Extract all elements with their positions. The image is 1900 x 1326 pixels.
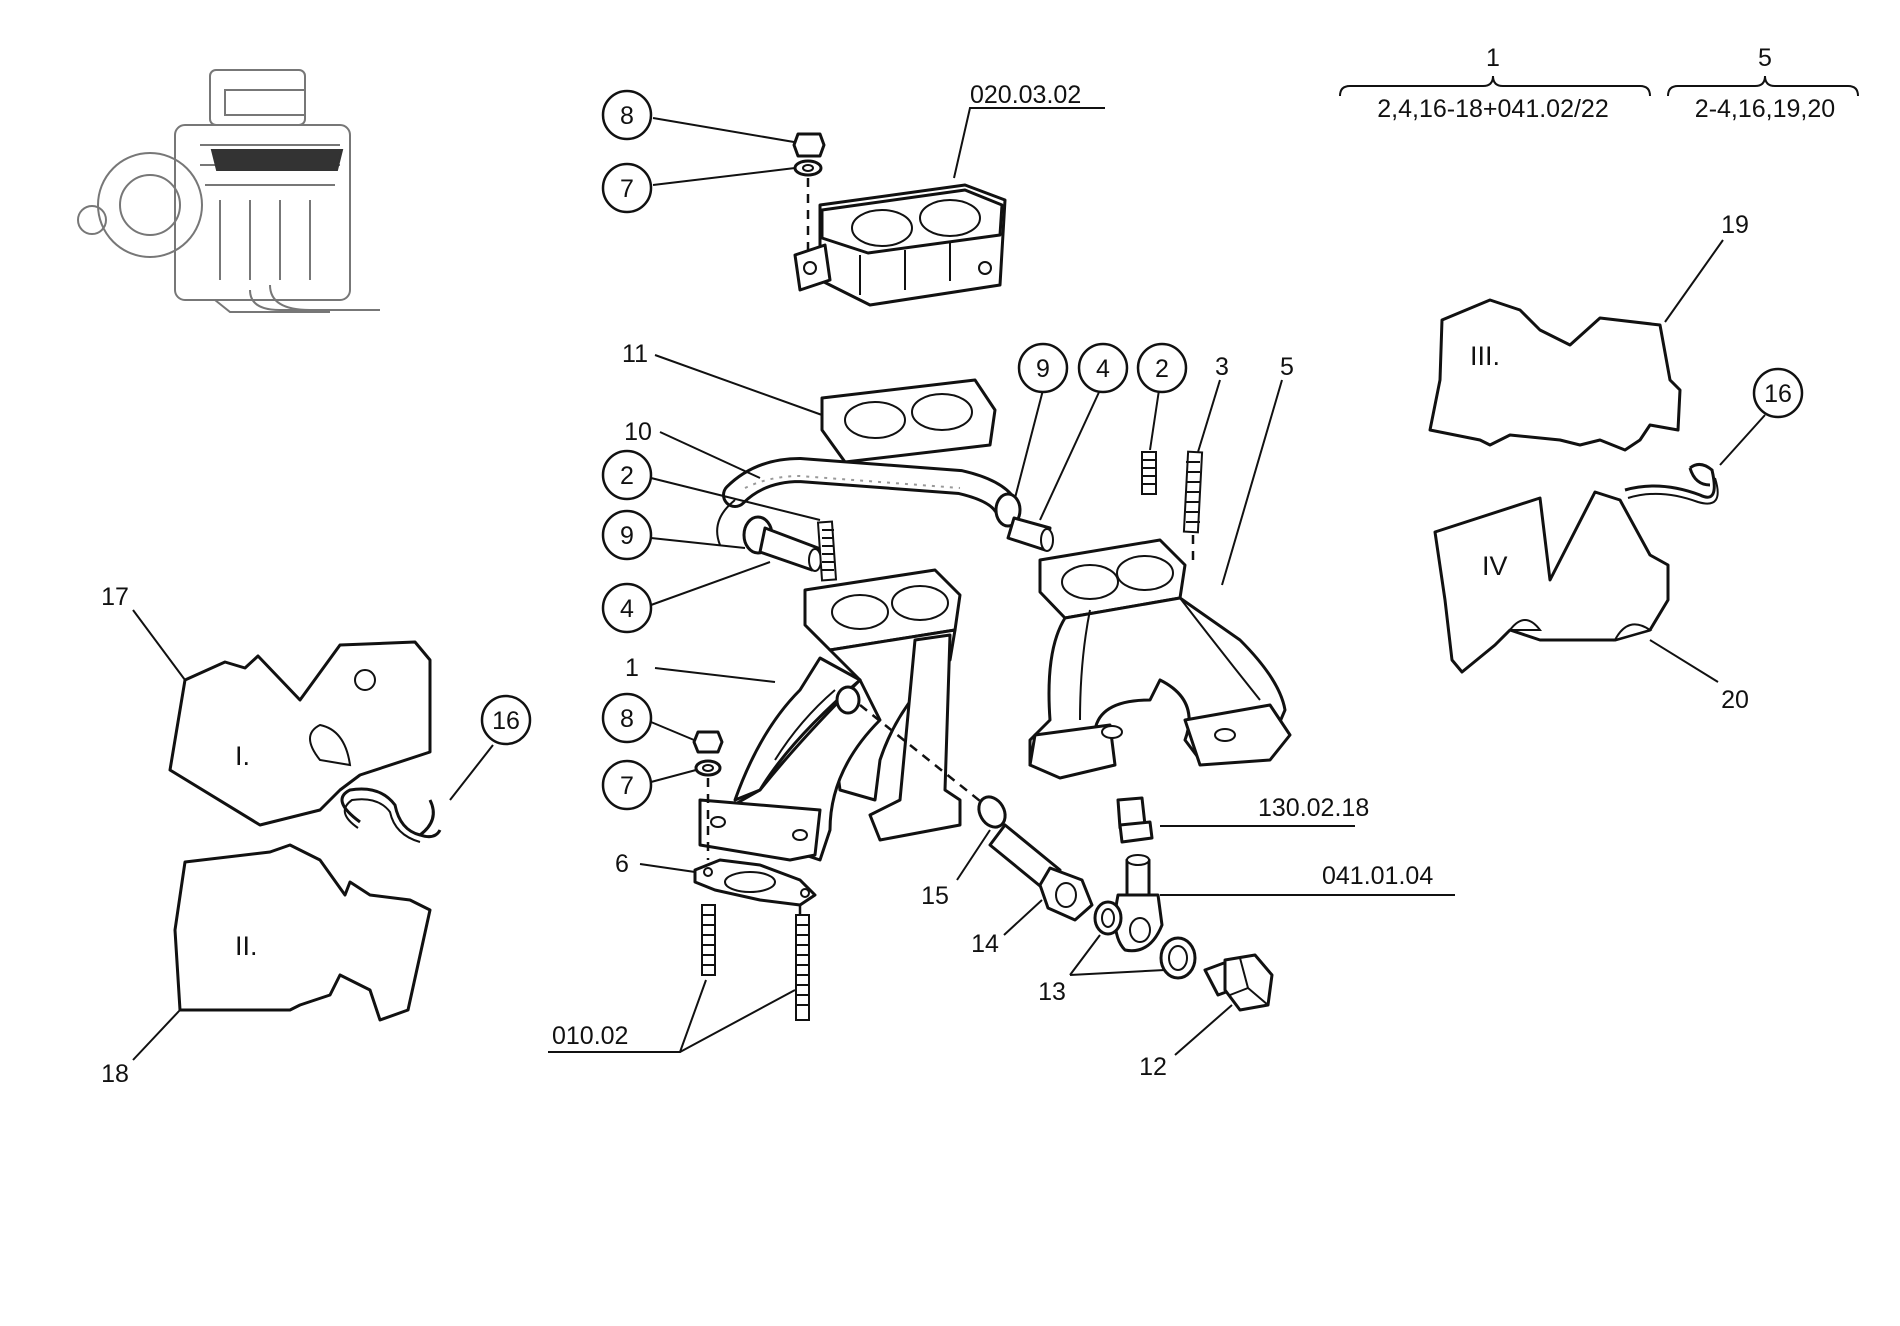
plate-label-II: II. — [235, 931, 258, 961]
plate-label-IV: IV — [1482, 551, 1508, 581]
engine-thumbnail — [77, 69, 380, 313]
callout-9-left-label: 9 — [620, 522, 634, 550]
label-13: 13 — [1038, 978, 1066, 1006]
group-number-1: 1 — [1486, 44, 1500, 72]
label-3: 3 — [1215, 353, 1229, 381]
carb-nut-washer — [792, 132, 826, 177]
heat-shield-II — [173, 843, 432, 1022]
sealing-washers-13 — [1093, 900, 1197, 980]
group-number-5: 5 — [1758, 44, 1772, 72]
carburettor — [793, 183, 1007, 307]
connector-pipe — [1116, 796, 1154, 844]
group-contents-5: 2-4,16,19,20 — [1695, 95, 1835, 123]
plate-label-III: III. — [1470, 341, 1500, 371]
callout-4-left — [601, 582, 653, 634]
intake-manifold-right — [1028, 538, 1292, 780]
group-header-1: 1 2,4,16-18+041.02/22 — [1339, 44, 1651, 123]
label-6: 6 — [615, 850, 629, 878]
callout-7-top — [601, 162, 653, 214]
callout-4-mid — [1077, 342, 1129, 394]
callout-2-mid — [1136, 342, 1188, 394]
callout-9-left — [601, 509, 653, 561]
stud-2-mid — [1141, 451, 1157, 495]
intake-manifold-left — [698, 568, 962, 862]
label-14: 14 — [971, 930, 999, 958]
mid-clip-and-union — [994, 492, 1054, 552]
label-10: 10 — [624, 418, 652, 446]
group-contents-1: 2,4,16-18+041.02/22 — [1377, 95, 1608, 123]
base-studs — [701, 904, 810, 1021]
callout-2-left-label: 2 — [620, 462, 634, 490]
callout-16-left-label: 16 — [492, 707, 520, 735]
heat-shield-I — [168, 640, 432, 827]
callout-8-low-label: 8 — [620, 705, 634, 733]
ref-pipe: 130.02.18 — [1258, 794, 1369, 822]
callout-16-right-label: 16 — [1764, 380, 1792, 408]
banjo-bolt-12 — [1203, 953, 1274, 1012]
callout-7-low — [601, 759, 653, 811]
vacuum-hose — [722, 456, 1018, 518]
callout-9-mid-label: 9 — [1036, 355, 1050, 383]
olive-15 — [977, 795, 1007, 829]
group-header-5: 5 2-4,16,19,20 — [1667, 44, 1859, 123]
callout-2-left — [601, 449, 653, 501]
callout-8-top-label: 8 — [620, 102, 634, 130]
leader-studs-ref — [548, 979, 796, 1053]
tube-dash — [859, 704, 986, 806]
union-nut-14 — [988, 823, 1094, 922]
left-stud-2 — [816, 520, 838, 582]
ref-carburettor: 020.03.02 — [970, 81, 1081, 109]
label-12: 12 — [1139, 1053, 1167, 1081]
label-1: 1 — [625, 654, 639, 682]
label-17: 17 — [101, 583, 129, 611]
callout-8-low — [601, 692, 653, 744]
heat-shield-III — [1428, 298, 1682, 452]
label-20: 20 — [1721, 686, 1749, 714]
manifold-nut-washer — [692, 730, 724, 777]
label-15: 15 — [921, 882, 949, 910]
hose-end-left — [716, 499, 736, 546]
spring-clip-right — [1624, 463, 1719, 505]
manifold-base-gasket — [693, 858, 817, 907]
callout-8-top — [601, 89, 653, 141]
stud-3 — [1182, 450, 1204, 534]
ref-studs: 010.02 — [552, 1022, 628, 1050]
spring-clip-left — [340, 787, 442, 843]
banjo-fitting — [1113, 854, 1164, 953]
callout-7-low-label: 7 — [620, 772, 634, 800]
left-clip-and-union — [742, 515, 822, 572]
leader-carb-ref — [953, 107, 1105, 179]
label-19: 19 — [1721, 211, 1749, 239]
callout-4-mid-label: 4 — [1096, 355, 1110, 383]
callout-4-left-label: 4 — [620, 595, 634, 623]
callout-7-top-label: 7 — [620, 175, 634, 203]
carb-gasket — [820, 378, 997, 464]
callout-16-left — [480, 694, 532, 746]
ref-banjo: 041.01.04 — [1322, 862, 1433, 890]
heat-shield-IV — [1433, 490, 1670, 674]
label-11: 11 — [622, 340, 648, 368]
callout-2-mid-label: 2 — [1155, 355, 1169, 383]
label-5: 5 — [1280, 353, 1294, 381]
callout-9-mid — [1017, 342, 1069, 394]
label-18: 18 — [101, 1060, 129, 1088]
plate-label-I: I. — [235, 741, 250, 771]
callout-16-right — [1752, 367, 1804, 419]
